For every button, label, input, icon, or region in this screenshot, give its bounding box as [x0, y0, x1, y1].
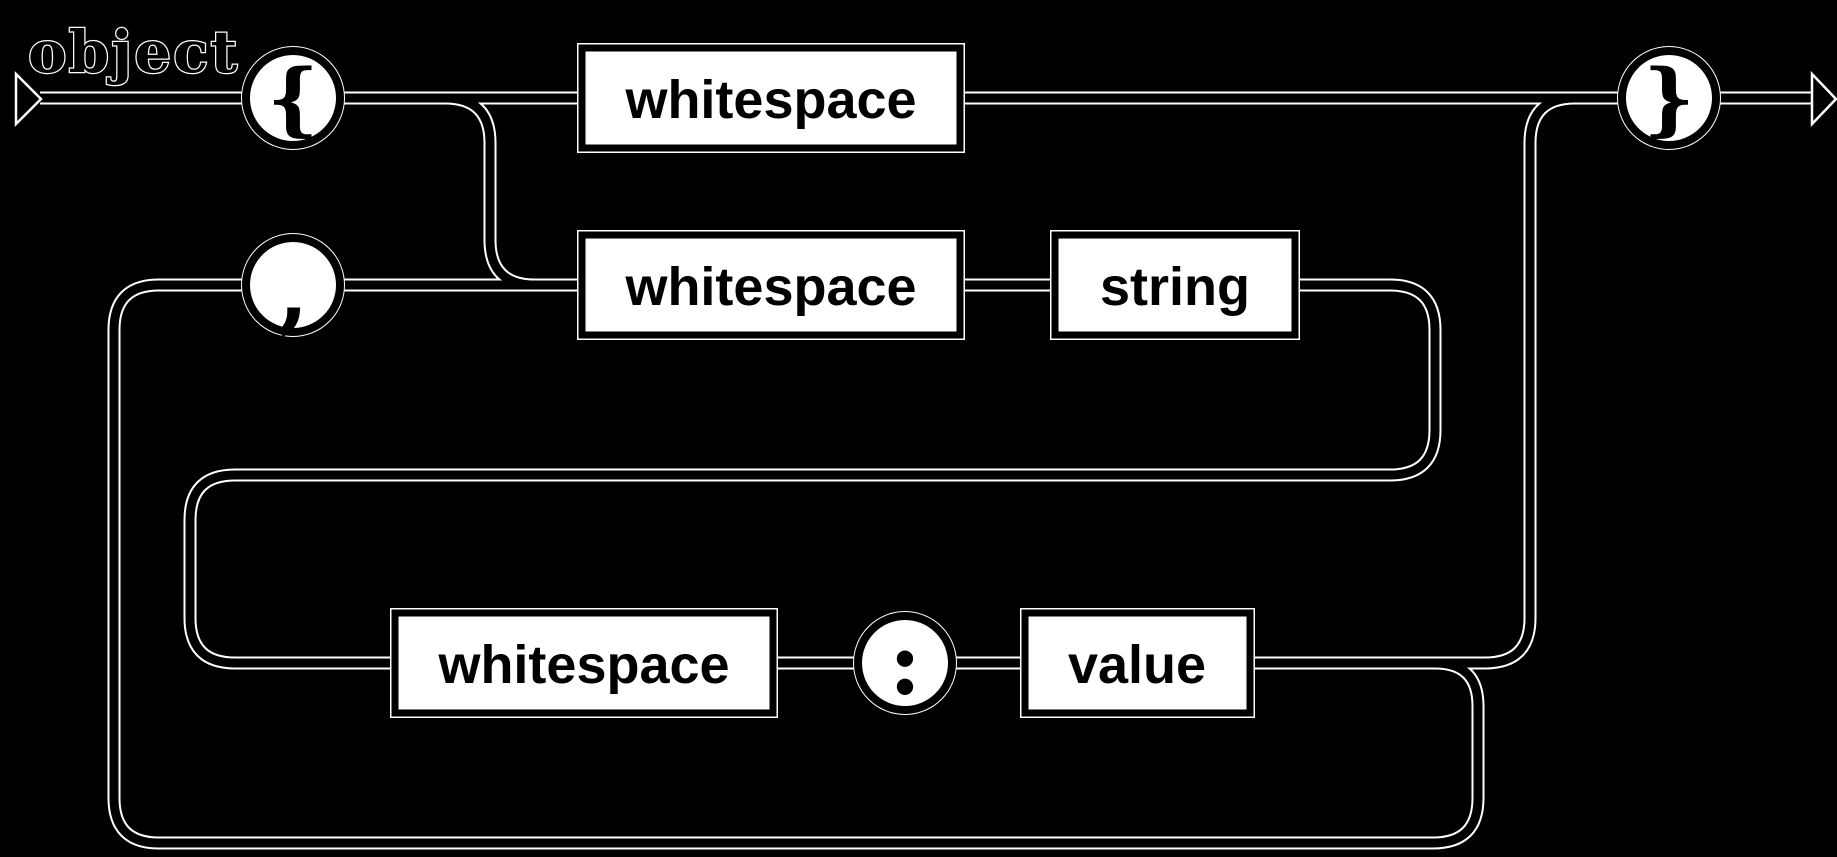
- terminal-open-brace-label: {: [267, 51, 318, 145]
- terminal-colon-label: :: [889, 611, 921, 715]
- terminal-close-brace: }: [1617, 46, 1721, 150]
- terminal-comma-circle: [242, 234, 344, 336]
- nonterminal-whitespace-member-label: whitespace: [624, 257, 916, 317]
- terminal-open-brace: {: [241, 46, 345, 150]
- rule-name-label: object: [28, 18, 239, 86]
- nonterminal-whitespace-member: whitespace: [577, 230, 965, 340]
- nonterminal-string-box: [1051, 231, 1299, 339]
- terminal-close-brace-label: }: [1643, 51, 1694, 145]
- nonterminal-value-label: value: [1068, 635, 1206, 695]
- terminal-colon: :: [853, 611, 957, 715]
- terminal-close-brace-circle: [1618, 47, 1720, 149]
- nonterminal-whitespace-top: whitespace: [577, 43, 965, 153]
- nonterminal-string: string: [1050, 230, 1300, 340]
- nonterminal-value-box: [1021, 609, 1254, 717]
- terminal-colon-circle: [854, 612, 956, 714]
- start-arrow-icon: [14, 70, 43, 128]
- nonterminal-value: value: [1020, 608, 1255, 718]
- track-lines: [40, 98, 1812, 843]
- nonterminal-whitespace-top-label: whitespace: [624, 70, 916, 130]
- terminal-open-brace-circle: [242, 47, 344, 149]
- end-arrow-icon: [1810, 70, 1837, 128]
- nonterminal-string-label: string: [1100, 257, 1250, 317]
- nonterminal-whitespace-top-box: [578, 44, 964, 152]
- nonterminal-whitespace-member-box: [578, 231, 964, 339]
- nonterminal-whitespace-value-box: [391, 609, 777, 717]
- terminal-comma: ,: [241, 233, 345, 344]
- terminal-comma-label: ,: [277, 236, 309, 344]
- nonterminal-whitespace-value-label: whitespace: [437, 635, 729, 695]
- nonterminal-whitespace-value: whitespace: [390, 608, 778, 718]
